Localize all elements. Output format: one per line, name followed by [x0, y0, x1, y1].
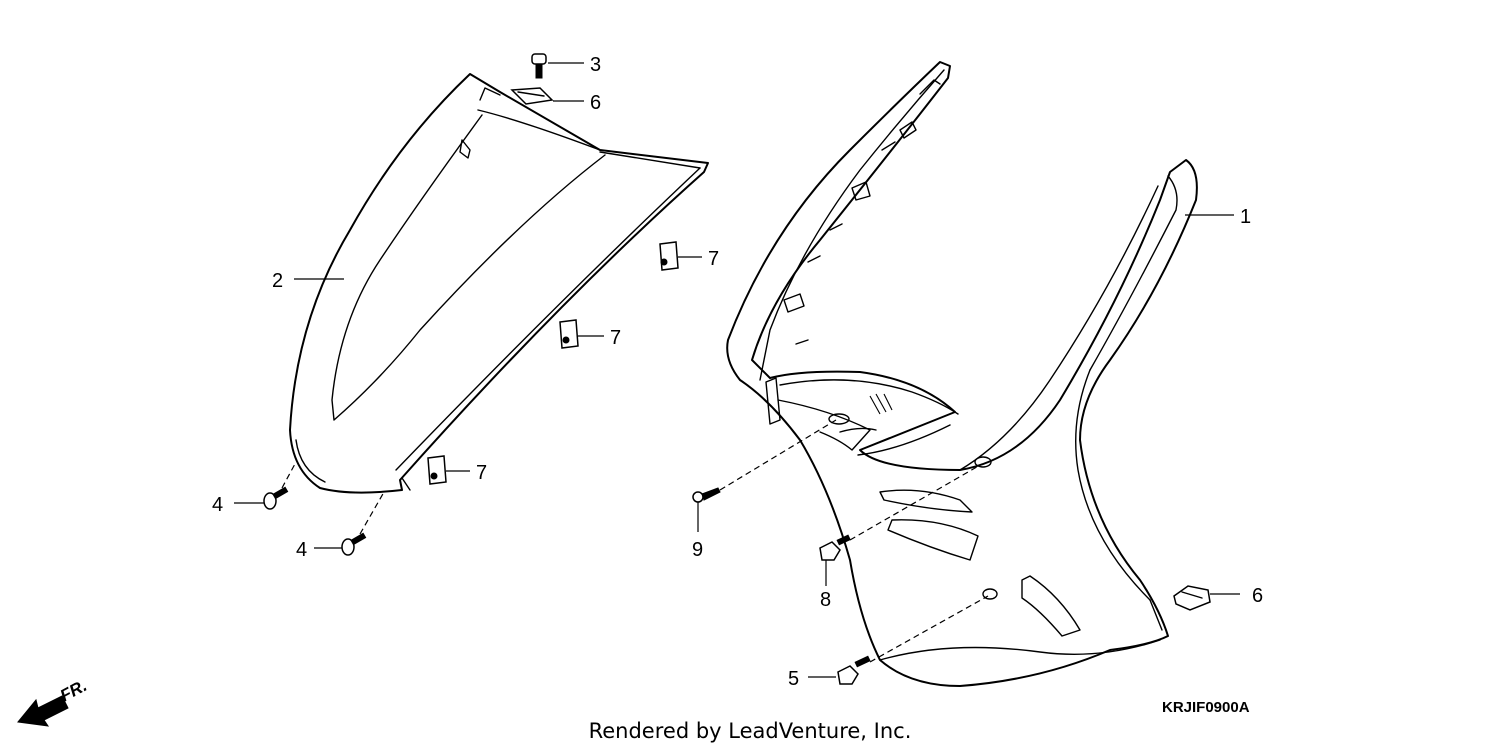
screw-4b-icon[interactable]: [341, 532, 367, 556]
speed-nut-7b-icon[interactable]: [559, 319, 579, 349]
callout-6b: 6: [1252, 585, 1263, 607]
speed-nut-7c-icon[interactable]: [427, 455, 447, 485]
callout-2: 2: [272, 270, 283, 292]
callout-4b: 4: [296, 539, 307, 561]
callout-8: 8: [820, 589, 831, 611]
callout-7b: 7: [610, 327, 621, 349]
callout-1: 1: [1240, 206, 1251, 228]
render-credit: Rendered by LeadVenture, Inc.: [589, 719, 912, 743]
callout-9: 9: [692, 539, 703, 561]
screw-4a-icon[interactable]: [263, 486, 289, 510]
inner-cover-part[interactable]: [726, 61, 1198, 687]
bolt-8-icon[interactable]: [819, 534, 851, 561]
diagram-code: KRJIF0900A: [1162, 699, 1250, 716]
front-cover-part[interactable]: [289, 73, 709, 494]
bolt-5-icon[interactable]: [837, 655, 871, 685]
callout-7c: 7: [476, 462, 487, 484]
front-direction-arrow-icon: [17, 695, 69, 727]
tapping-screw-9-icon[interactable]: [692, 487, 721, 503]
callout-3: 3: [590, 54, 601, 76]
clip-6-right-icon[interactable]: [1173, 585, 1211, 611]
leader-lines: [234, 62, 1240, 678]
clip-6-top-icon[interactable]: [510, 87, 554, 105]
screw-3-icon[interactable]: [531, 53, 547, 79]
callout-4a: 4: [212, 494, 223, 516]
callout-7a: 7: [708, 248, 719, 270]
callout-5: 5: [788, 668, 799, 690]
callout-6a: 6: [590, 92, 601, 114]
speed-nut-7a-icon[interactable]: [659, 241, 679, 271]
